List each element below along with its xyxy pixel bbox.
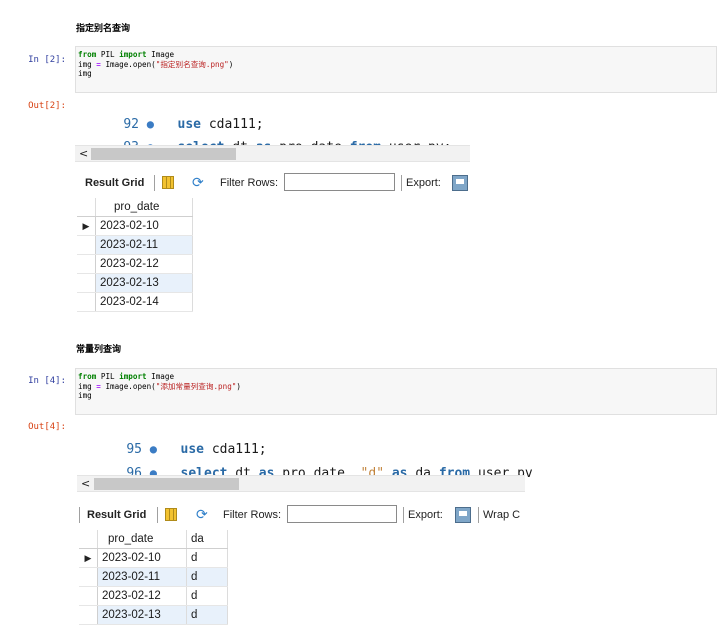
grid-icon[interactable] bbox=[165, 508, 177, 521]
section-heading: 常量列查询 bbox=[76, 345, 122, 355]
table-cell[interactable]: 2023-02-14 bbox=[95, 292, 193, 312]
table-cell[interactable]: d bbox=[186, 548, 228, 568]
code-cell[interactable]: from PIL import Image img = Image.open("… bbox=[75, 46, 717, 93]
toolbar-divider bbox=[154, 175, 155, 191]
export-label: Export: bbox=[406, 177, 441, 189]
row-selector bbox=[77, 254, 96, 274]
row-pointer-icon: ▶ bbox=[79, 548, 98, 568]
code-line: img = Image.open("指定别名查询.png") bbox=[78, 59, 234, 69]
toolbar-divider bbox=[403, 507, 404, 523]
table-cell[interactable]: 2023-02-11 bbox=[97, 567, 187, 587]
breakpoint-dot-icon: ● bbox=[149, 442, 158, 456]
output-image: 92 ● use cda111; 93 ● select dt as pro_d… bbox=[75, 95, 475, 320]
result-toolbar: Result Grid ⟳ Filter Rows: Export: Wrap … bbox=[75, 502, 535, 528]
table-header-row: pro_date da bbox=[79, 530, 228, 549]
table-cell[interactable]: 2023-02-13 bbox=[95, 273, 193, 293]
row-selector bbox=[77, 235, 96, 255]
table-cell[interactable]: 2023-02-10 bbox=[95, 216, 193, 236]
row-selector bbox=[77, 273, 96, 293]
export-label: Export: bbox=[408, 509, 443, 521]
table-cell[interactable]: d bbox=[186, 586, 228, 606]
sql-line: 92 ● use cda111; bbox=[123, 117, 264, 132]
table-cell[interactable]: 2023-02-13 bbox=[97, 605, 187, 625]
row-selector bbox=[79, 605, 98, 625]
column-header[interactable]: pro_date bbox=[97, 530, 187, 549]
filter-rows-input[interactable] bbox=[284, 173, 395, 191]
scroll-left-arrow-icon[interactable]: < bbox=[79, 147, 89, 160]
sql-line: 95 ● use cda111; bbox=[126, 442, 267, 457]
scroll-left-arrow-icon[interactable]: < bbox=[81, 477, 91, 490]
breakpoint-dot-icon: ● bbox=[149, 466, 158, 480]
filter-rows-input[interactable] bbox=[287, 505, 397, 523]
table-row[interactable]: ▶ 2023-02-10 bbox=[77, 216, 193, 236]
filter-rows-label: Filter Rows: bbox=[220, 177, 279, 189]
filter-rows-label: Filter Rows: bbox=[223, 509, 282, 521]
grid-icon[interactable] bbox=[162, 176, 174, 189]
row-selector bbox=[77, 292, 96, 312]
table-row[interactable]: 2023-02-12 d bbox=[79, 586, 228, 606]
table-row[interactable]: 2023-02-11 bbox=[77, 235, 193, 255]
export-icon[interactable] bbox=[452, 175, 468, 191]
code-line: img bbox=[78, 391, 92, 400]
horizontal-scrollbar[interactable]: < bbox=[77, 475, 525, 492]
code-line: from PIL import Image bbox=[78, 372, 175, 381]
table-cell[interactable]: 2023-02-10 bbox=[97, 548, 187, 568]
export-icon[interactable] bbox=[455, 507, 471, 523]
breakpoint-dot-icon: ● bbox=[146, 117, 155, 131]
table-cell[interactable]: 2023-02-12 bbox=[97, 586, 187, 606]
wrap-cell-toggle[interactable]: Wrap C bbox=[483, 509, 521, 521]
result-toolbar: Result Grid ⟳ Filter Rows: Export: bbox=[75, 170, 470, 196]
table-row[interactable]: 2023-02-13 bbox=[77, 273, 193, 293]
column-header[interactable]: pro_date bbox=[95, 198, 193, 217]
table-cell[interactable]: 2023-02-12 bbox=[95, 254, 193, 274]
result-grid-table: pro_date ▶ 2023-02-10 2023-02-11 2023-02… bbox=[77, 198, 193, 312]
toolbar-divider bbox=[157, 507, 158, 523]
input-prompt: In [4]: bbox=[28, 376, 66, 386]
table-row[interactable]: 2023-02-11 d bbox=[79, 567, 228, 587]
horizontal-scrollbar[interactable]: < bbox=[75, 145, 470, 162]
refresh-icon[interactable]: ⟳ bbox=[196, 507, 208, 523]
code-line: from PIL import Image bbox=[78, 50, 175, 59]
row-selector-header bbox=[79, 530, 98, 549]
table-cell[interactable]: 2023-02-11 bbox=[95, 235, 193, 255]
result-grid-table: pro_date da ▶ 2023-02-10 d 2023-02-11 d … bbox=[79, 530, 228, 625]
row-selector bbox=[79, 586, 98, 606]
code-line: img bbox=[78, 69, 92, 78]
row-selector bbox=[79, 567, 98, 587]
scroll-thumb[interactable] bbox=[94, 478, 239, 490]
code-line: img = Image.open("添加常量列查询.png") bbox=[78, 381, 241, 391]
result-grid-tab[interactable]: Result Grid bbox=[87, 509, 147, 521]
toolbar-divider bbox=[401, 175, 402, 191]
result-grid-tab[interactable]: Result Grid bbox=[85, 177, 145, 189]
table-row[interactable]: 2023-02-14 bbox=[77, 292, 193, 312]
output-prompt: Out[4]: bbox=[28, 422, 66, 432]
row-selector-header bbox=[77, 198, 96, 217]
table-cell[interactable]: d bbox=[186, 605, 228, 625]
toolbar-divider bbox=[79, 507, 80, 523]
row-pointer-icon: ▶ bbox=[77, 216, 96, 236]
code-cell[interactable]: from PIL import Image img = Image.open("… bbox=[75, 368, 717, 415]
table-row[interactable]: 2023-02-12 bbox=[77, 254, 193, 274]
table-row[interactable]: ▶ 2023-02-10 d bbox=[79, 548, 228, 568]
table-row[interactable]: 2023-02-13 d bbox=[79, 605, 228, 625]
input-prompt: In [2]: bbox=[28, 55, 66, 65]
table-header-row: pro_date bbox=[77, 198, 193, 217]
table-cell[interactable]: d bbox=[186, 567, 228, 587]
column-header[interactable]: da bbox=[186, 530, 228, 549]
refresh-icon[interactable]: ⟳ bbox=[192, 175, 204, 191]
toolbar-divider bbox=[478, 507, 479, 523]
output-image: 95 ● use cda111; 96 ● select dt as pro_d… bbox=[75, 418, 535, 633]
output-prompt: Out[2]: bbox=[28, 101, 66, 111]
scroll-thumb[interactable] bbox=[91, 148, 236, 160]
section-heading: 指定别名查询 bbox=[76, 24, 131, 34]
